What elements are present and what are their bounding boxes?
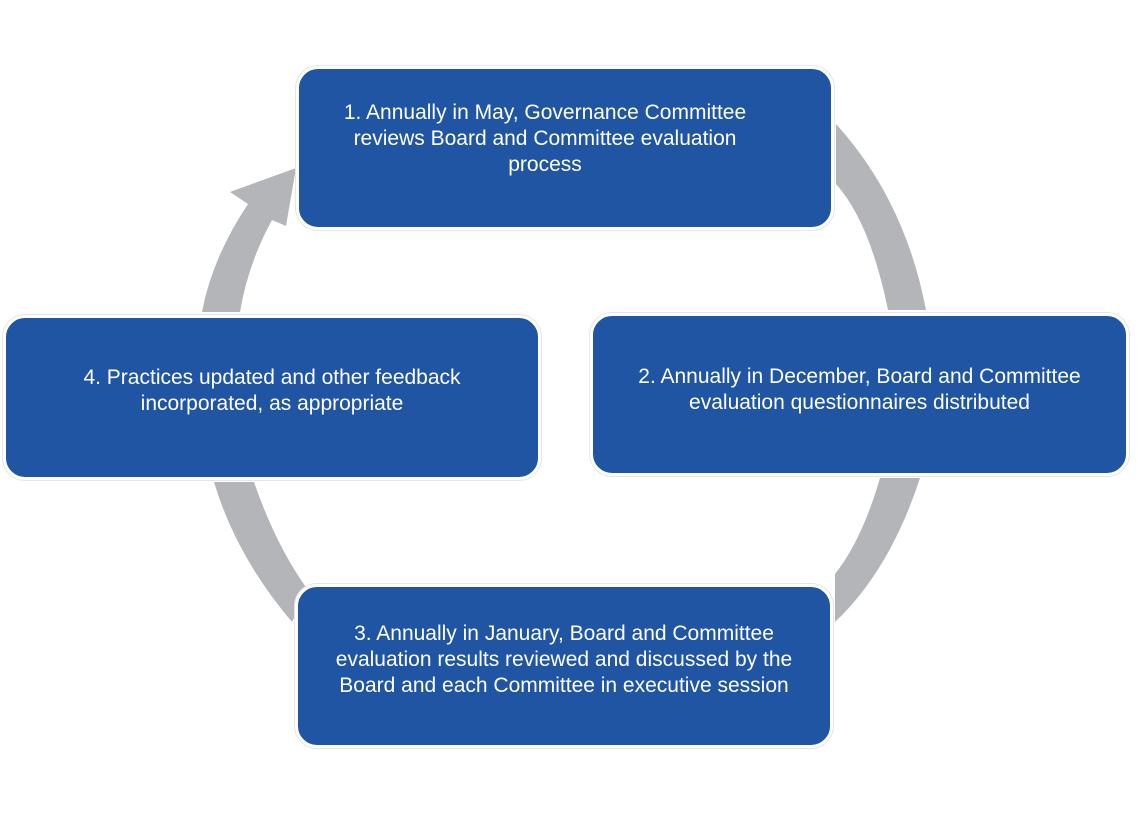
step-3-box: 3. Annually in January, Board and Commit… <box>295 584 833 748</box>
connector-arc-1-2 <box>836 124 926 310</box>
step-3-text: 3. Annually in January, Board and Commit… <box>335 622 793 697</box>
connector-arrow-4-1 <box>202 168 296 312</box>
step-4-text: 4. Practices updated and other feedback … <box>83 365 461 415</box>
step-4-box: 4. Practices updated and other feedback … <box>3 315 541 480</box>
step-1-box: 1. Annually in May, Governance Committee… <box>296 66 834 230</box>
connector-arc-3-4 <box>214 482 308 622</box>
connector-arc-2-3 <box>835 478 920 622</box>
step-1-text: 1. Annually in May, Governance Committee… <box>343 101 747 176</box>
step-2-text: 2. Annually in December, Board and Commi… <box>638 364 1081 414</box>
step-2-box: 2. Annually in December, Board and Commi… <box>590 313 1129 476</box>
